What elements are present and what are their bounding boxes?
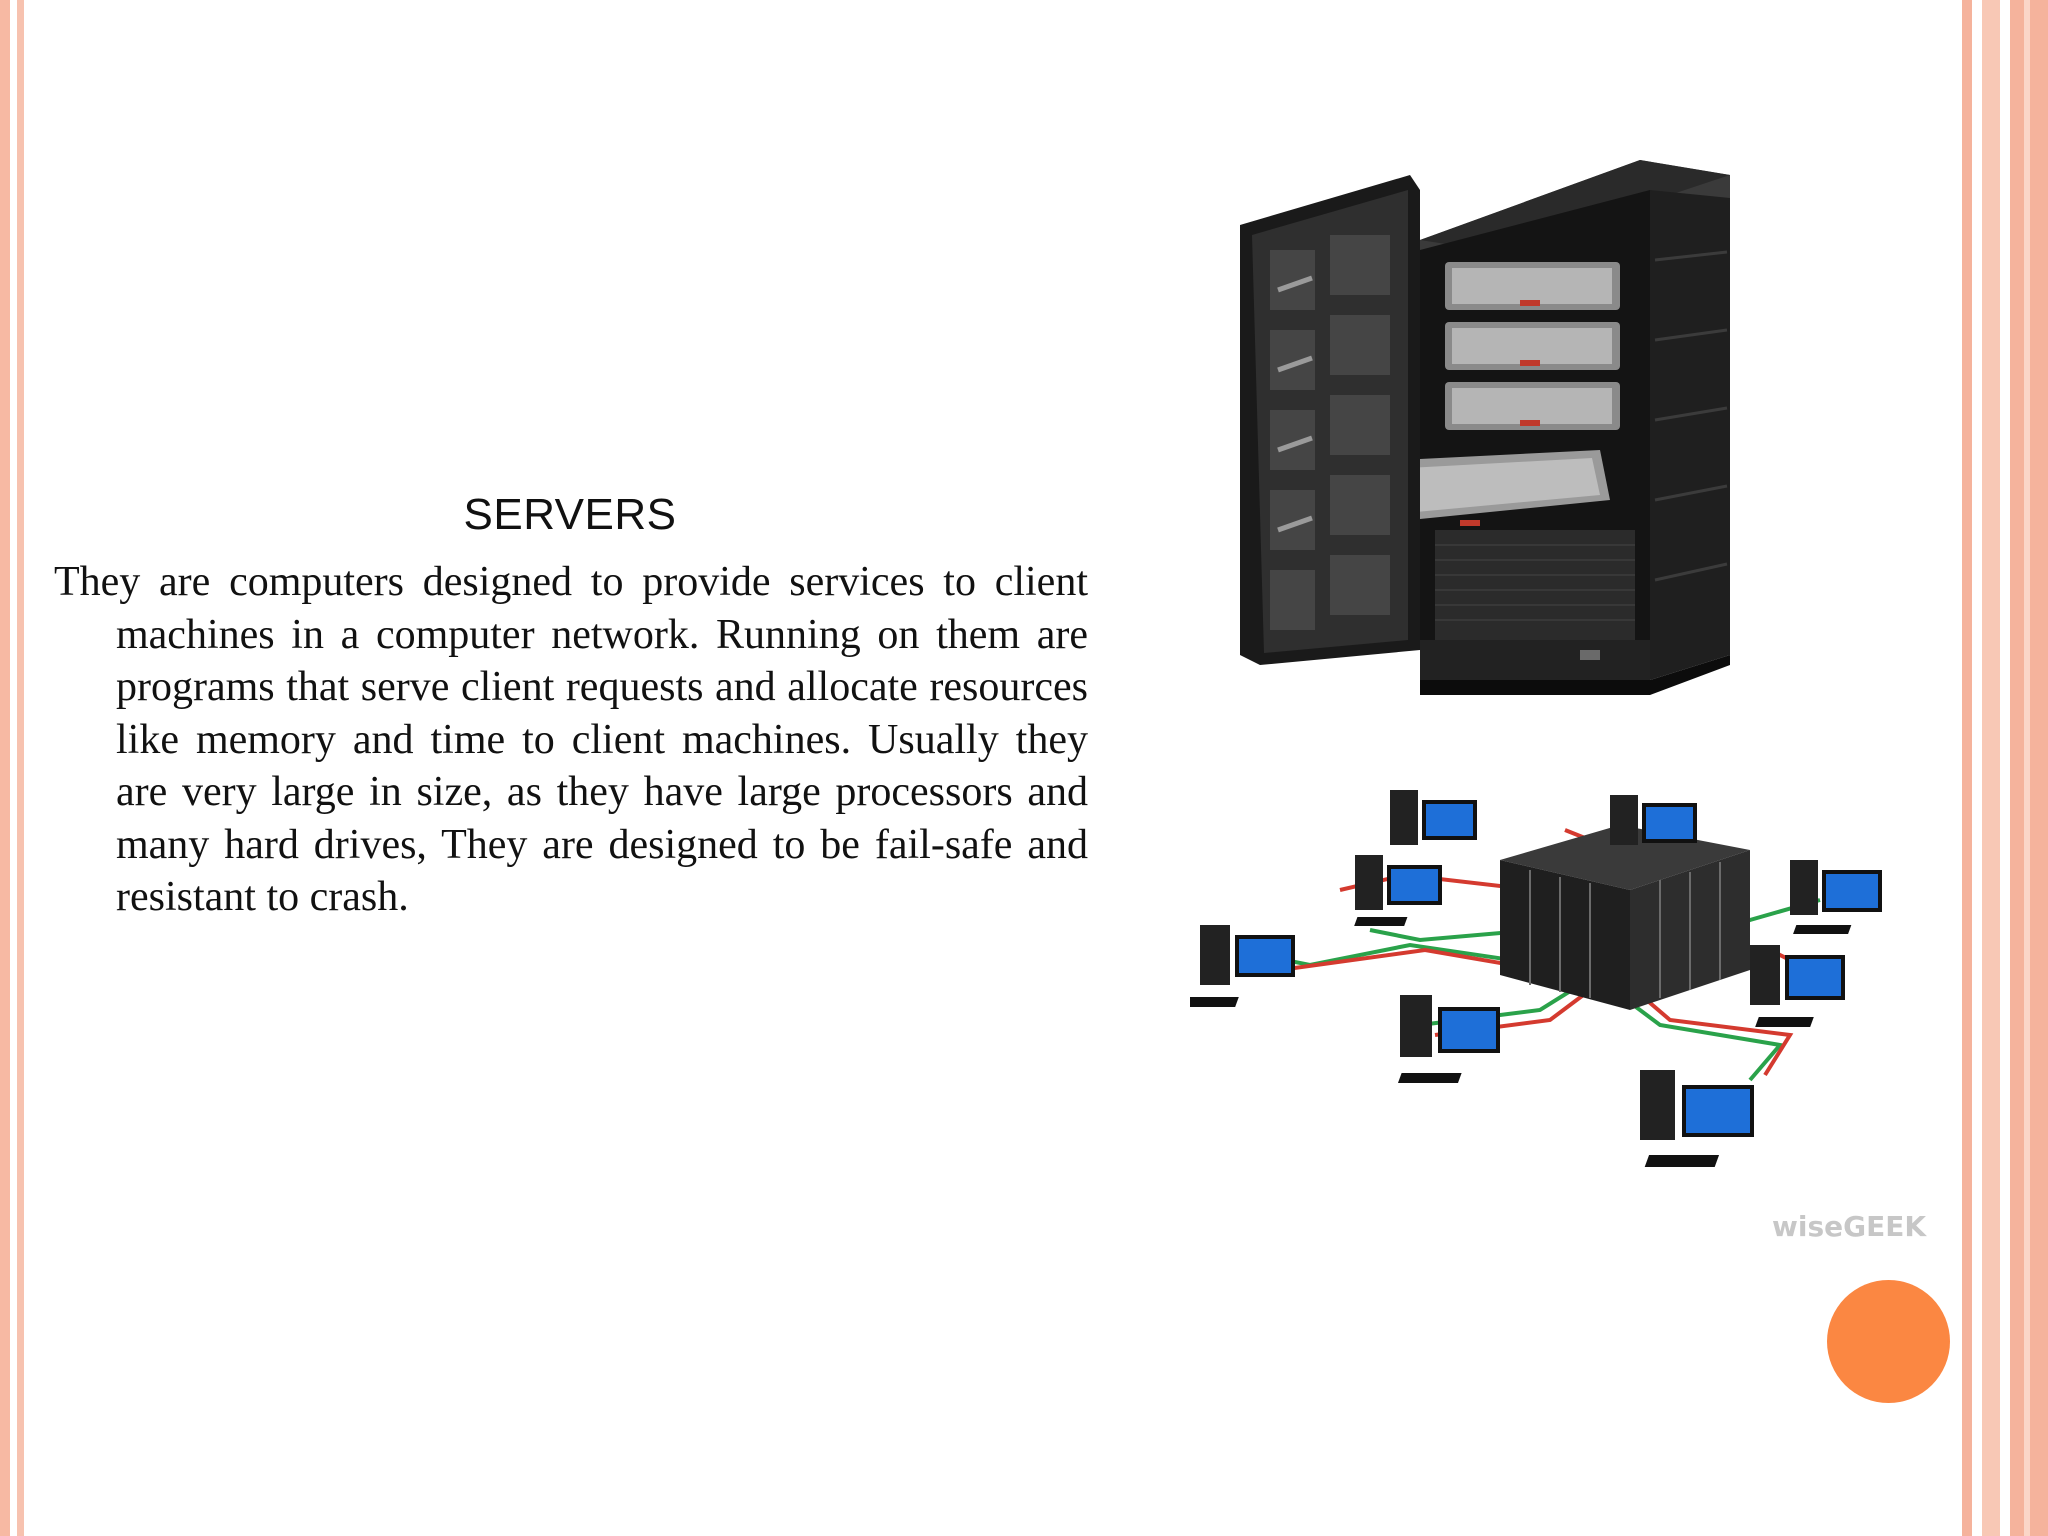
frame-border-left-inner: [17, 0, 24, 1536]
frame-border-left: [0, 0, 10, 1536]
frame-border-right: [1962, 0, 1972, 1536]
frame-border-right-band: [1982, 0, 2000, 1536]
image-watermark: wiseGEEK: [1772, 1210, 1927, 1243]
frame-border-right-stripe: [2024, 0, 2030, 1536]
accent-circle: [1827, 1280, 1950, 1403]
server-network-image: [1190, 790, 1882, 1167]
slide-title: SERVERS: [463, 490, 677, 539]
server-tower-image: [1240, 160, 1730, 695]
slide-body-text: They are computers designed to provide s…: [54, 559, 1088, 920]
workstation-group: [1190, 790, 1882, 1167]
